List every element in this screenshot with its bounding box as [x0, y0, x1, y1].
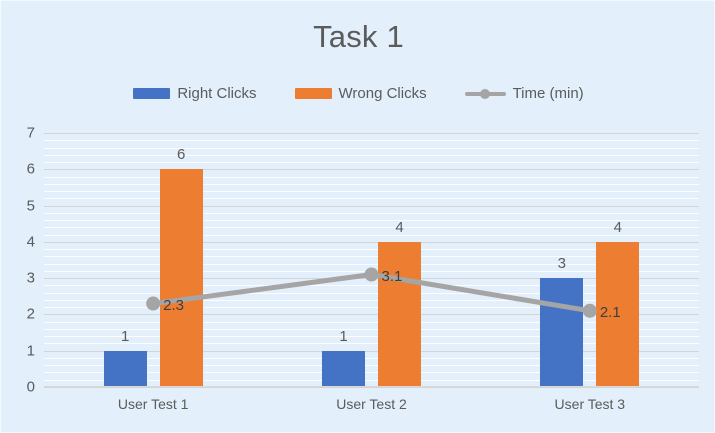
chart-title: Task 1 — [313, 19, 404, 54]
legend-label-time: Time (min) — [512, 85, 584, 102]
legend-marker-dot-icon — [479, 89, 490, 99]
x-axis-baseline — [44, 386, 699, 387]
gridline-major — [44, 133, 699, 134]
gridline-minor — [44, 365, 699, 367]
line-marker-time[interactable] — [582, 303, 597, 318]
y-axis-tick-label: 2 — [26, 305, 35, 323]
y-axis-tick-label: 0 — [26, 378, 35, 396]
bar-data-label: 1 — [339, 327, 348, 345]
bar-data-label: 1 — [120, 327, 130, 345]
gridline-minor — [44, 256, 699, 258]
plot-area: 1 6 1 4 3 4 2.3 3.1 2.1 — [44, 133, 699, 388]
x-axis-tick-label: User Test 1 — [117, 396, 189, 412]
gridline-minor — [44, 379, 699, 381]
y-axis-tick-label: 3 — [26, 269, 35, 287]
legend-label-right-clicks: Right Clicks — [177, 85, 257, 102]
gridline-major — [44, 387, 699, 388]
line-data-label: 2.3 — [163, 296, 185, 314]
legend-item-right-clicks[interactable]: Right Clicks — [133, 85, 257, 102]
gridline-minor — [44, 198, 699, 200]
y-axis-tick-label: 4 — [26, 233, 35, 251]
gridline-major — [44, 350, 699, 352]
gridline-major — [44, 169, 699, 171]
gridline-minor — [44, 154, 699, 156]
gridline-minor — [44, 176, 699, 178]
gridline-major — [44, 241, 699, 243]
legend-label-wrong-clicks: Wrong Clicks — [338, 85, 427, 102]
line-marker-time[interactable] — [364, 267, 379, 282]
gridline-minor — [44, 307, 699, 309]
bar-data-label: 3 — [557, 255, 566, 273]
bar-wrong-clicks-3[interactable] — [596, 241, 640, 387]
y-axis-tick-label: 1 — [26, 342, 35, 360]
gridline-minor — [44, 191, 699, 193]
gridline-minor — [44, 328, 699, 330]
gridline-minor — [44, 147, 699, 149]
bar-wrong-clicks-1[interactable] — [159, 169, 203, 387]
y-axis-tick-label: 5 — [26, 197, 35, 215]
gridline-minor — [44, 220, 699, 222]
line-series-time — [146, 267, 597, 318]
gridline-minor — [44, 263, 699, 265]
line-data-label: 2.1 — [599, 303, 621, 321]
legend-swatch-icon-right-clicks — [133, 88, 171, 99]
gridline-minor — [44, 227, 699, 229]
legend-line-marker-icon-time — [464, 87, 506, 100]
y-axis-tick-label: 6 — [26, 160, 35, 178]
y-axis: 7 6 5 4 3 2 1 0 — [1, 126, 35, 395]
bar-right-clicks-2[interactable] — [322, 350, 365, 387]
legend-item-wrong-clicks[interactable]: Wrong Clicks — [294, 85, 427, 102]
gridline-minor — [44, 234, 699, 236]
x-axis-tick-label: User Test 2 — [336, 396, 407, 412]
gridline-minor — [44, 285, 699, 287]
gridline-minor — [44, 336, 699, 338]
gridline-minor — [44, 292, 699, 294]
bar-right-clicks-3[interactable] — [540, 278, 584, 387]
bar-right-clicks-1[interactable] — [103, 350, 147, 387]
chart-legend: Right Clicks Wrong Clicks Time (min) — [1, 85, 714, 102]
gridline-minor — [44, 140, 699, 142]
bar-data-label: 6 — [176, 146, 186, 164]
legend-item-time[interactable]: Time (min) — [464, 85, 584, 102]
gridline-minor — [44, 249, 699, 251]
gridline-major — [44, 205, 699, 207]
line-marker-time[interactable] — [146, 296, 161, 311]
gridline-minor — [44, 357, 699, 359]
gridline-minor — [44, 372, 699, 374]
gridline-minor — [44, 343, 699, 345]
gridline-minor — [44, 212, 699, 214]
bar-wrong-clicks-2[interactable] — [378, 241, 421, 387]
legend-swatch-icon-wrong-clicks — [294, 88, 332, 99]
y-axis-tick-label: 7 — [26, 124, 35, 142]
gridline-minor — [44, 162, 699, 164]
gridline-minor — [44, 299, 699, 301]
gridline-major — [44, 314, 699, 316]
bar-data-label: 4 — [613, 218, 622, 236]
gridline-minor — [44, 321, 699, 323]
line-data-label: 3.1 — [381, 267, 403, 285]
x-axis-tick-label: User Test 3 — [554, 396, 626, 412]
x-axis: User Test 1 User Test 2 User Test 3 — [44, 396, 699, 420]
gridline-minor — [44, 183, 699, 185]
bar-data-label: 4 — [395, 218, 404, 236]
